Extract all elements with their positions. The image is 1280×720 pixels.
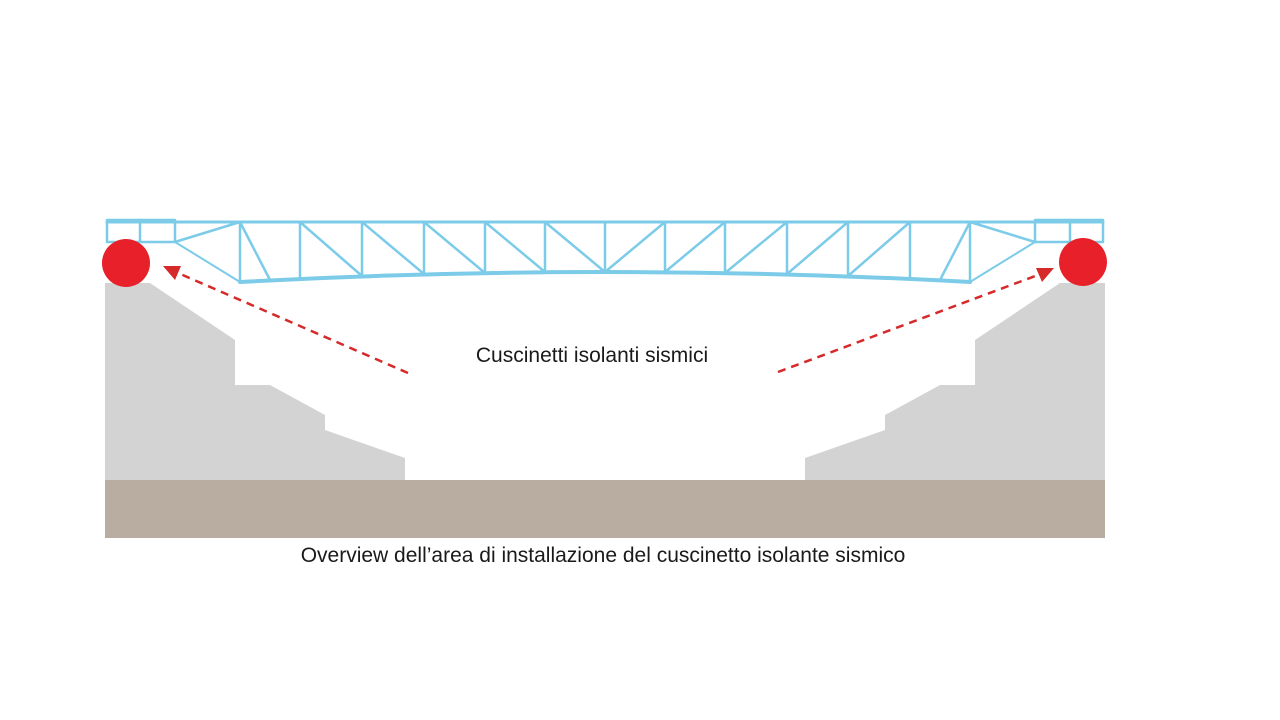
truss-bottom-chord bbox=[238, 270, 972, 284]
right-abutment bbox=[805, 283, 1105, 480]
left-arrow-head bbox=[163, 266, 181, 280]
left-bearing bbox=[102, 239, 150, 287]
truss-right-lower-brace bbox=[969, 241, 1036, 283]
right-arrow-head bbox=[1036, 268, 1054, 282]
truss-diagonals bbox=[238, 220, 972, 282]
truss-left-lower-brace bbox=[174, 241, 241, 283]
ground bbox=[105, 480, 1105, 538]
pointer-arrows bbox=[163, 266, 1054, 375]
truss-right-end-diagonal bbox=[968, 220, 1037, 244]
truss-verticals bbox=[238, 220, 972, 284]
right-arrow-shaft bbox=[777, 273, 1039, 374]
left-abutment bbox=[105, 283, 405, 480]
bearings-label: Cuscinetti isolanti sismici bbox=[476, 344, 708, 367]
truss-bridge bbox=[105, 218, 1105, 284]
truss-left-end-diagonal bbox=[173, 220, 242, 244]
diagram-caption: Overview dell’area di installazione del … bbox=[301, 544, 906, 567]
right-bearing bbox=[1059, 238, 1107, 286]
